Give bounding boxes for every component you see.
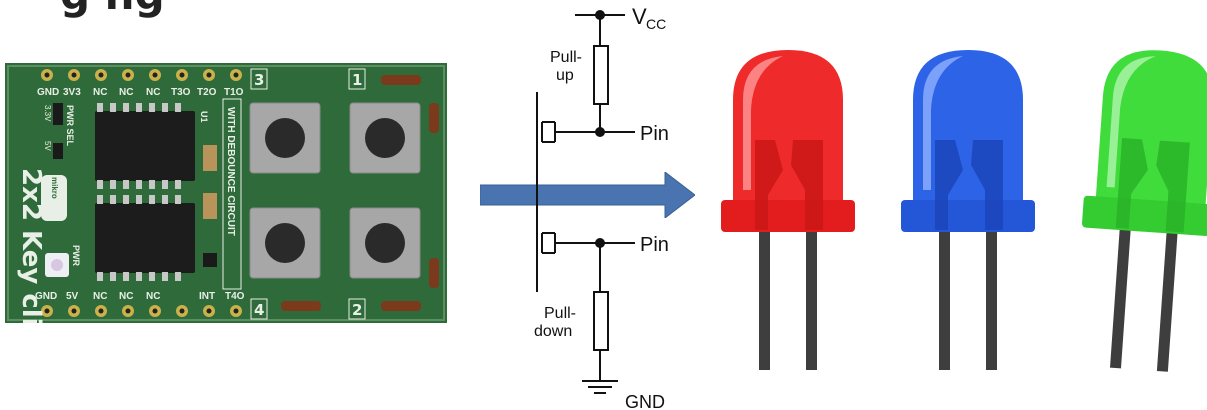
pin-label: INT: [199, 291, 215, 302]
push-button-3: [249, 102, 321, 174]
push-button-1: [349, 102, 421, 174]
pin-label: NC: [119, 87, 133, 98]
green-led-image: [1081, 50, 1207, 372]
page-title: g ng: [60, 0, 165, 19]
node-dot: [595, 127, 605, 137]
pin-label: T1O: [224, 87, 244, 98]
pin-label: NC: [119, 291, 133, 302]
push-button-2: [349, 207, 421, 279]
pull-resistor-schematic: V CC Pull- up Pin Pin Pull- down GND: [534, 4, 669, 410]
pull-up-label-line1: Pull-: [550, 49, 582, 66]
capacitor: [203, 145, 217, 171]
mikro-brand-label: mikro: [50, 177, 59, 199]
pin-label-bottom: Pin: [640, 234, 669, 256]
button-number: 1: [352, 71, 362, 89]
pin-label-top: Pin: [640, 123, 669, 145]
bottom-pin-header: [41, 305, 242, 317]
voltage-label: 5V: [43, 141, 52, 151]
blue-led-image: [901, 50, 1035, 370]
node-dot: [595, 10, 605, 20]
pin-label: NC: [93, 87, 107, 98]
node-dot: [595, 238, 605, 248]
button-number: 2: [352, 301, 362, 319]
pull-down-resistor: [593, 291, 609, 351]
mikro-logo: [41, 175, 67, 221]
pwr-label: PWR: [71, 245, 81, 266]
push-button-4: [249, 207, 321, 279]
pull-down-label-line2: down: [534, 323, 572, 340]
pin-label: GND: [35, 291, 57, 302]
keyclick-board-image: GND 3V3 NC NC NC T3O T2O T1O GND 5V NC N…: [5, 63, 447, 323]
top-pin-header: [41, 69, 242, 81]
red-led-image: [721, 50, 855, 370]
pin-label: NC: [93, 291, 107, 302]
pin-label: NC: [146, 291, 160, 302]
pin-label: T2O: [197, 87, 217, 98]
button-number: 4: [254, 301, 264, 319]
voltage-label: 3.3V: [43, 105, 52, 122]
pin-label: T3O: [171, 87, 191, 98]
ic-chip-upper: [95, 111, 195, 181]
flow-arrow: [480, 172, 695, 218]
gnd-label: GND: [625, 392, 665, 410]
vcc-subscript: CC: [646, 16, 666, 32]
pull-up-resistor: [593, 45, 609, 105]
u1-label: U1: [199, 111, 209, 123]
vcc-label: V: [632, 4, 647, 29]
button-number: 3: [254, 71, 264, 89]
pin-label: 5V: [66, 291, 79, 302]
capacitor: [203, 193, 217, 219]
pin-label: GND: [37, 87, 59, 98]
pin-label: T4O: [225, 291, 245, 302]
debounce-label: WITH DEBOUNCE CIRCUIT: [225, 107, 236, 236]
pin-label: NC: [146, 87, 160, 98]
pull-up-label-line2: up: [556, 67, 574, 84]
pull-down-label-line1: Pull-: [544, 305, 576, 322]
pin-label: 3V3: [63, 87, 81, 98]
ic-chip-lower: [95, 203, 195, 273]
pwr-sel-label: PWR SEL: [65, 105, 75, 147]
